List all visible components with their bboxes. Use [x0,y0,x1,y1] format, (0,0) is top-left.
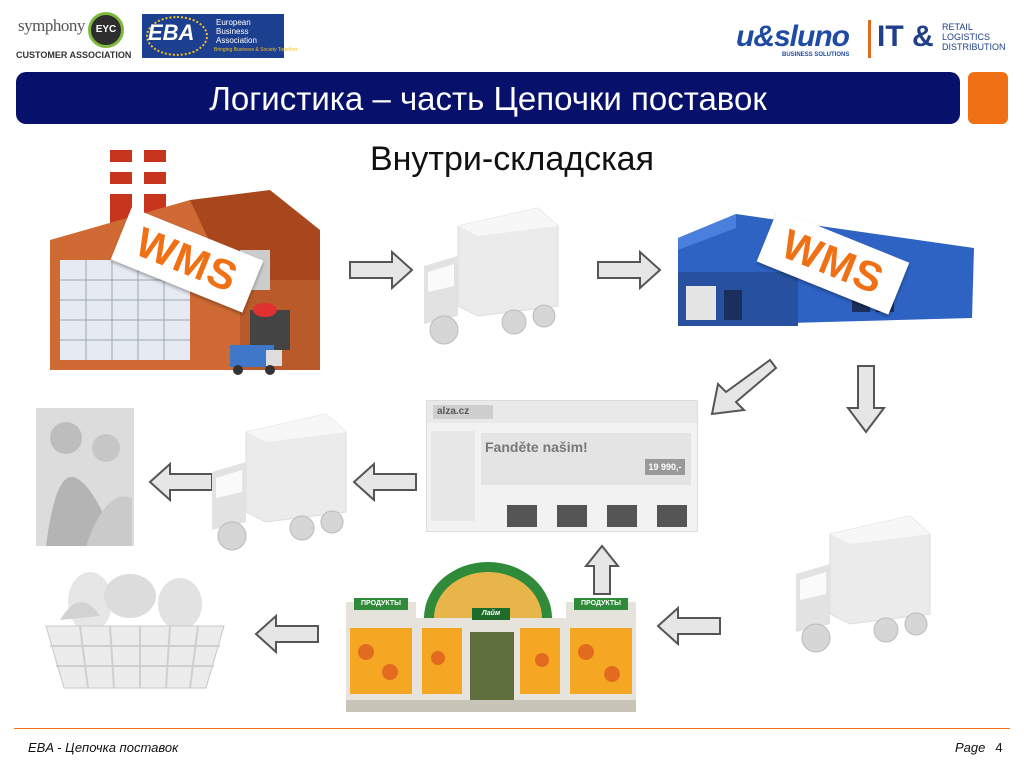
warehouse-icon: WMS [676,208,976,328]
footer-caption: EBA - Цепочка поставок [28,740,179,755]
retail-logistics-distribution: RETAIL LOGISTICS DISTRIBUTION [942,22,1006,52]
eba-logo-lines: European Business Association [216,18,257,45]
customer-photo [36,408,134,546]
factory-icon: WMS [40,140,340,380]
arrow-down-left-icon [706,356,778,420]
store-icon: ПРОДУКТЫ ПРОДУКТЫ Лайм [346,562,636,712]
symphony-logo-text: symphony [18,16,85,35]
website-thumbnail [507,505,537,527]
basket-icon [40,556,230,694]
page-indicator: Page 4 [955,740,1003,755]
page-label: Page [955,740,986,755]
store-sign-left: ПРОДУКТЫ [354,598,408,610]
website-headline: Fanděte našim! [485,439,588,455]
arrow-left-icon [254,614,320,654]
slide-title: Логистика – часть Цепочки поставок [209,80,767,117]
arrow-left-icon [352,462,418,502]
slide-subtitle: Внутри-складская [369,140,655,178]
truck-icon [790,514,936,654]
eba-logo: EBA European Business Association Bringi… [142,14,297,58]
website-header [427,401,697,423]
eu-stars-icon [146,16,208,56]
eba-logo-text: EBA [148,20,195,45]
website-sidebar [431,431,475,521]
website-screenshot: alza.cz Fanděte našim! 19 990,- [426,400,698,532]
website-price: 19 990,- [645,459,685,475]
truck-icon [206,412,352,552]
arrow-right-icon [348,250,414,290]
footer-line [14,728,1010,729]
symphony-logo-subtitle: CUSTOMER ASSOCIATION [16,50,132,60]
truck-icon [418,206,564,346]
arrow-down-icon [846,364,886,434]
title-bar: Логистика – часть Цепочки поставок [16,72,960,124]
orange-accent-block [968,72,1008,124]
eba-logo-tagline: Bringing Business & Society Together [214,47,298,53]
website-thumbnail [557,505,587,527]
usluno-logo: u&sluno BUSINESS SOLUTIONS [736,20,866,60]
arrow-up-icon [583,544,621,596]
logo-divider [868,20,871,58]
website-thumbnail [657,505,687,527]
store-name: Лайм [472,608,510,620]
usluno-logo-subtitle: BUSINESS SOLUTIONS [782,52,850,58]
store-sign-right: ПРОДУКТЫ [574,598,628,610]
arrow-right-icon [596,250,662,290]
website-thumbnail [607,505,637,527]
arrow-left-icon [148,462,214,502]
it-logo-text: IT & [877,20,934,53]
website-logo: alza.cz [433,405,493,419]
eyc-logo-circle: EYC [88,12,124,48]
symphony-eyc-logo: symphony EYC CUSTOMER ASSOCIATION [14,8,131,62]
usluno-logo-text: u&sluno [736,20,850,53]
arrow-left-icon [656,606,722,646]
page-number: 4 [995,740,1003,755]
